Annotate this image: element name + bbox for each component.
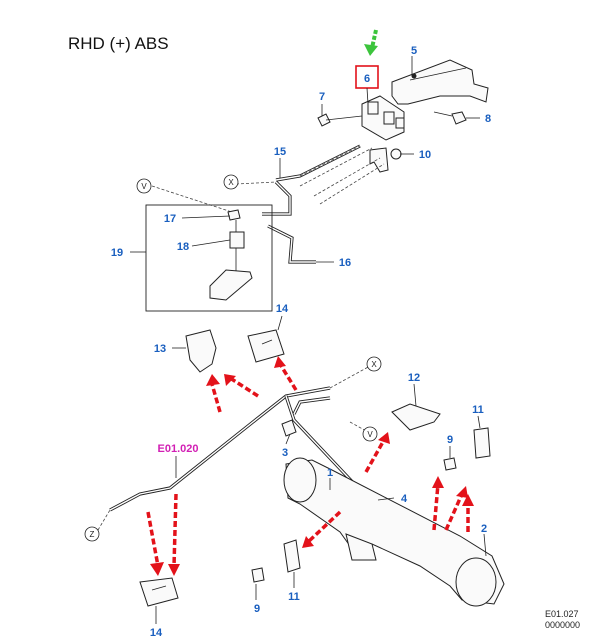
connector-v-lower: V (362, 426, 378, 442)
red-arrow-icon (444, 493, 464, 531)
red-arrow-icon (172, 493, 178, 567)
callout-2: 2 (481, 523, 487, 535)
callout-4: 4 (401, 493, 408, 505)
clip-part-14-upper[interactable] (247, 329, 285, 363)
bolt-part-7[interactable] (317, 113, 363, 127)
callout-13: 13 (154, 343, 166, 355)
bracket-part-11-right[interactable] (473, 427, 491, 459)
callout-6: 6 (364, 73, 370, 85)
diagram-code-id: E01.027 (545, 609, 579, 619)
brake-pipe-part-16[interactable] (267, 224, 316, 264)
connector-v-upper-label: V (141, 182, 147, 191)
callout-9-lower: 9 (254, 603, 260, 615)
callout-18: 18 (177, 241, 189, 253)
detail-box-part-19 (145, 204, 273, 312)
bracket-part-11-lower[interactable] (283, 539, 301, 573)
callout-17: 17 (164, 213, 176, 225)
callout-9-right: 9 (447, 434, 453, 446)
callout-8: 8 (485, 113, 491, 125)
callout-19: 19 (111, 247, 123, 259)
clip-part-13[interactable] (185, 329, 217, 373)
callout-3: 3 (282, 447, 288, 459)
callout-10: 10 (419, 149, 431, 161)
callout-16: 16 (339, 257, 351, 269)
bolt-part-9-lower[interactable] (251, 567, 265, 583)
bracket-in-box (209, 269, 253, 301)
rear-axle (283, 457, 505, 607)
red-arrow-icon (278, 363, 298, 391)
callout-11-lower: 11 (288, 591, 300, 603)
callout-12: 12 (408, 372, 420, 384)
clip-part-18 (229, 231, 245, 249)
clip-part-12[interactable] (391, 403, 441, 431)
connector-z: Z (84, 526, 100, 542)
abs-valve-part-6[interactable] (361, 95, 405, 141)
callout-1: 1 (327, 467, 333, 479)
red-arrow-icon (229, 376, 259, 398)
connector-x-upper: X (223, 174, 239, 190)
red-arrow-icon (306, 510, 342, 544)
reference-e01-020[interactable]: E01.020 (158, 443, 199, 455)
bolt-part-17 (227, 209, 241, 221)
clip-part-14-lower[interactable] (139, 577, 179, 607)
red-arrow-icon (210, 383, 222, 413)
diagram-code: E01.027 0000000 (545, 609, 580, 631)
connector-v-lower-label: V (367, 430, 373, 439)
clip-part-3[interactable] (281, 419, 297, 437)
green-arrow-icon (364, 29, 378, 56)
callout-7: 7 (319, 91, 325, 103)
bolt-part-9-right[interactable] (443, 457, 457, 471)
connector-z-label: Z (90, 530, 95, 539)
red-arrow-icon (146, 511, 160, 567)
callout-14-upper: 14 (276, 303, 289, 315)
red-arrow-icon (432, 483, 440, 531)
connector-v-upper: V (136, 178, 152, 194)
diagram-code-number: 0000000 (545, 620, 581, 630)
bracket-part-5[interactable] (391, 59, 489, 105)
callout-11-right: 11 (472, 404, 484, 416)
red-arrows (146, 356, 474, 576)
bolt-part-8[interactable] (433, 111, 467, 125)
connector-x-upper-label: X (228, 178, 234, 187)
connector-x-lower-label: X (371, 360, 377, 369)
connector-x-lower: X (366, 356, 382, 372)
callout-14-lower: 14 (150, 627, 163, 639)
red-arrow-icon (364, 439, 386, 473)
clip-part-10[interactable] (369, 147, 402, 173)
diagram-title: RHD (+) ABS (68, 34, 169, 53)
callout-5: 5 (411, 45, 417, 57)
leader-lines (130, 56, 487, 624)
callout-15: 15 (274, 146, 286, 158)
